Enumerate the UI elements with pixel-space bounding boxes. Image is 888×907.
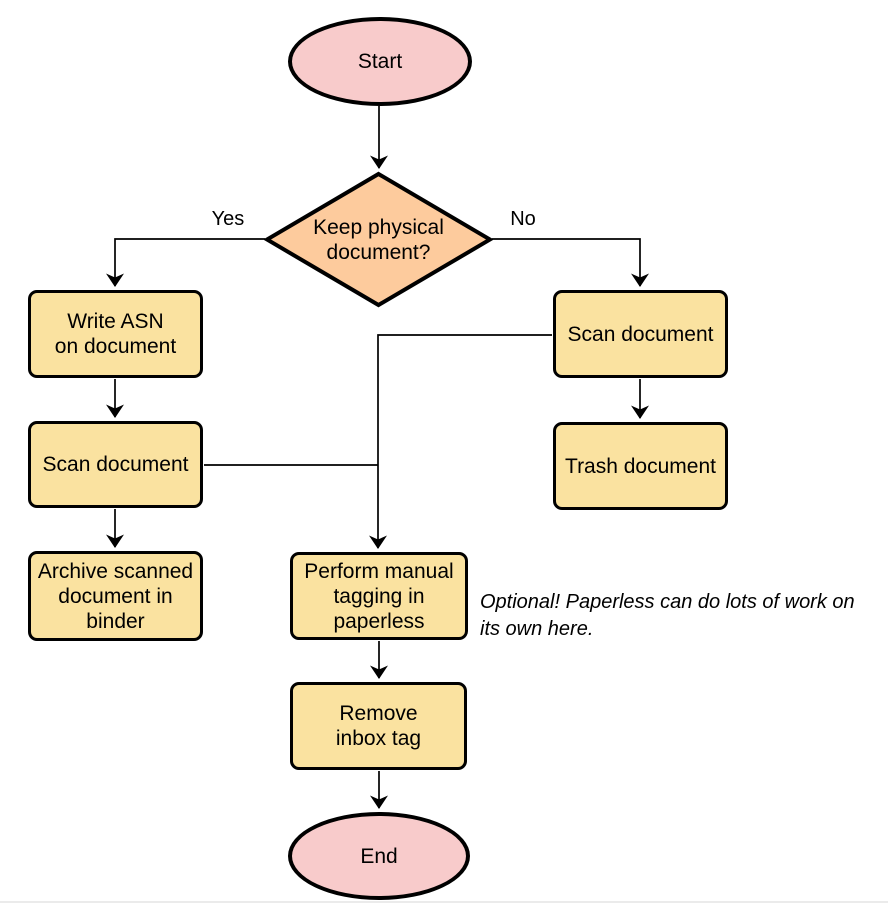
node-start-label: Start — [357, 50, 403, 73]
node-end-label: End — [360, 844, 398, 868]
node-archive-in-binder: Archive scanned document in binder — [28, 551, 203, 641]
node-start: Start — [288, 17, 472, 106]
node-remove-inbox-tag-label: Remove inbox tag — [335, 702, 422, 750]
node-decision-label: Keep physical document? — [313, 215, 444, 264]
node-trash-document: Trash document — [553, 422, 728, 510]
node-manual-tagging: Perform manual tagging in paperless — [290, 552, 468, 640]
node-scan-document-right: Scan document — [553, 290, 728, 378]
node-scan-document-left-label: Scan document — [42, 453, 189, 476]
node-decision: Keep physical document? — [264, 171, 493, 308]
page-bottom-border — [0, 901, 888, 903]
node-write-asn: Write ASN on document — [28, 290, 203, 378]
node-trash-document-label: Trash document — [565, 454, 716, 478]
edge-label-no: No — [510, 208, 536, 230]
decision-diamond-shape — [264, 171, 493, 308]
node-manual-tagging-label: Perform manual tagging in paperless — [304, 559, 454, 633]
optional-note: Optional! Paperless can do lots of work … — [480, 591, 855, 640]
edge-label-yes: Yes — [211, 208, 245, 230]
edge-scan-right-to-tagging — [369, 334, 552, 549]
edge-decision-yes-to-write-asn — [106, 238, 265, 287]
node-remove-inbox-tag: Remove inbox tag — [290, 682, 467, 770]
node-archive-in-binder-label: Archive scanned document in binder — [37, 559, 194, 633]
node-scan-document-right-label: Scan document — [567, 322, 714, 346]
node-scan-document-left: Scan document — [28, 421, 203, 508]
node-end: End — [288, 812, 470, 900]
edge-decision-no-to-scan-right — [492, 238, 649, 287]
node-write-asn-label: Write ASN on document — [54, 310, 177, 358]
